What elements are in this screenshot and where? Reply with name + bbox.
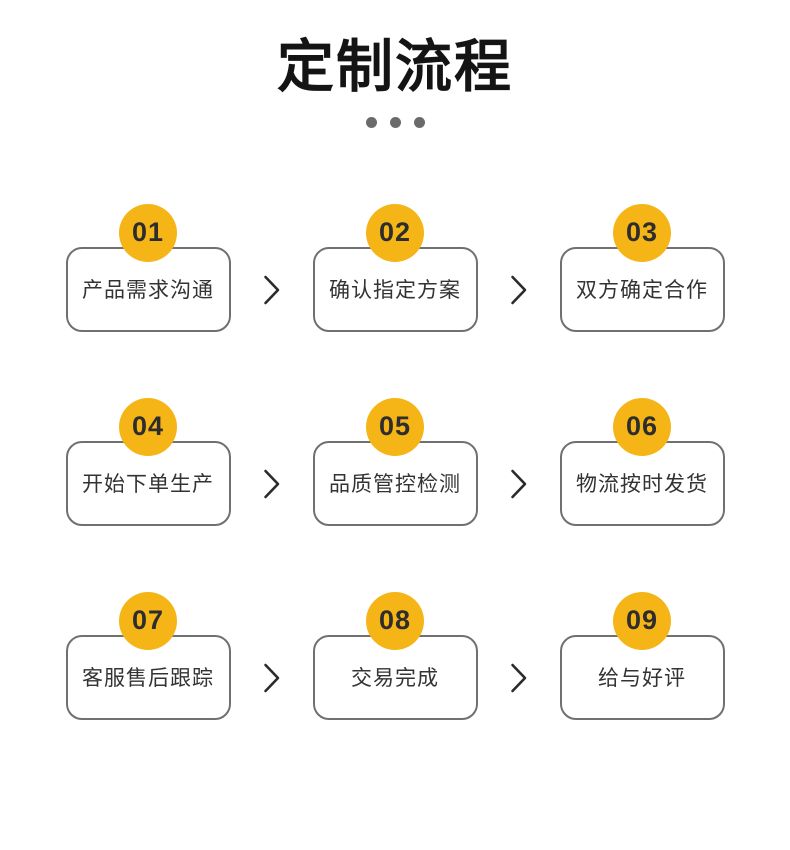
step-card: 05 品质管控检测 xyxy=(312,397,478,526)
step-number: 05 xyxy=(378,411,412,442)
flow-row: 01 产品需求沟通 02 确认指定方案 03 双方确定合作 xyxy=(65,203,725,332)
step-box: 确认指定方案 xyxy=(312,246,478,332)
step-number: 01 xyxy=(131,217,165,248)
step-number-badge: 01 xyxy=(119,203,177,262)
step-number: 03 xyxy=(625,217,659,248)
chevron-right-icon xyxy=(478,468,560,500)
chevron-right-icon xyxy=(478,274,560,306)
step-number: 02 xyxy=(378,217,412,248)
step-label: 开始下单生产 xyxy=(82,473,214,497)
title-dot-icon xyxy=(365,116,377,128)
chevron-right-icon xyxy=(478,662,560,694)
title-dot-icon xyxy=(413,116,425,128)
flow-row: 07 客服售后跟踪 08 交易完成 09 给与好评 xyxy=(65,591,725,720)
step-number-badge: 09 xyxy=(613,591,671,650)
step-card: 06 物流按时发货 xyxy=(559,397,725,526)
chevron-right-icon xyxy=(231,468,313,500)
step-number: 09 xyxy=(625,605,659,636)
step-card: 04 开始下单生产 xyxy=(65,397,231,526)
title-dots xyxy=(0,116,790,128)
step-label: 品质管控检测 xyxy=(329,473,461,497)
step-card: 07 客服售后跟踪 xyxy=(65,591,231,720)
step-label: 给与好评 xyxy=(598,667,686,691)
title-dot-icon xyxy=(389,116,401,128)
step-card: 02 确认指定方案 xyxy=(312,203,478,332)
step-card: 01 产品需求沟通 xyxy=(65,203,231,332)
step-card: 08 交易完成 xyxy=(312,591,478,720)
step-number: 07 xyxy=(131,605,165,636)
step-number: 08 xyxy=(378,605,412,636)
flow-row: 04 开始下单生产 05 品质管控检测 06 物流按时发货 xyxy=(65,397,725,526)
step-number-badge: 05 xyxy=(366,397,424,456)
step-number-badge: 02 xyxy=(366,203,424,262)
page-title: 定制流程 xyxy=(277,35,513,99)
chevron-right-icon xyxy=(231,274,313,306)
step-number-badge: 08 xyxy=(366,591,424,650)
step-number: 04 xyxy=(131,411,165,442)
step-label: 确认指定方案 xyxy=(329,279,461,303)
step-number: 06 xyxy=(625,411,659,442)
step-card: 09 给与好评 xyxy=(559,591,725,720)
step-number-badge: 06 xyxy=(613,397,671,456)
step-box: 开始下单生产 xyxy=(65,440,231,526)
step-number-badge: 04 xyxy=(119,397,177,456)
step-label: 客服售后跟踪 xyxy=(82,667,214,691)
step-number-badge: 03 xyxy=(613,203,671,262)
step-label: 产品需求沟通 xyxy=(82,279,214,303)
step-number-badge: 07 xyxy=(119,591,177,650)
step-label: 物流按时发货 xyxy=(576,473,708,497)
flow-grid: 01 产品需求沟通 02 确认指定方案 03 双方确定合作 04 开始下单生产 05 品质管控检测… xyxy=(0,203,790,720)
step-label: 双方确定合作 xyxy=(576,279,708,303)
step-label: 交易完成 xyxy=(351,667,439,691)
step-card: 03 双方确定合作 xyxy=(559,203,725,332)
chevron-right-icon xyxy=(231,662,313,694)
